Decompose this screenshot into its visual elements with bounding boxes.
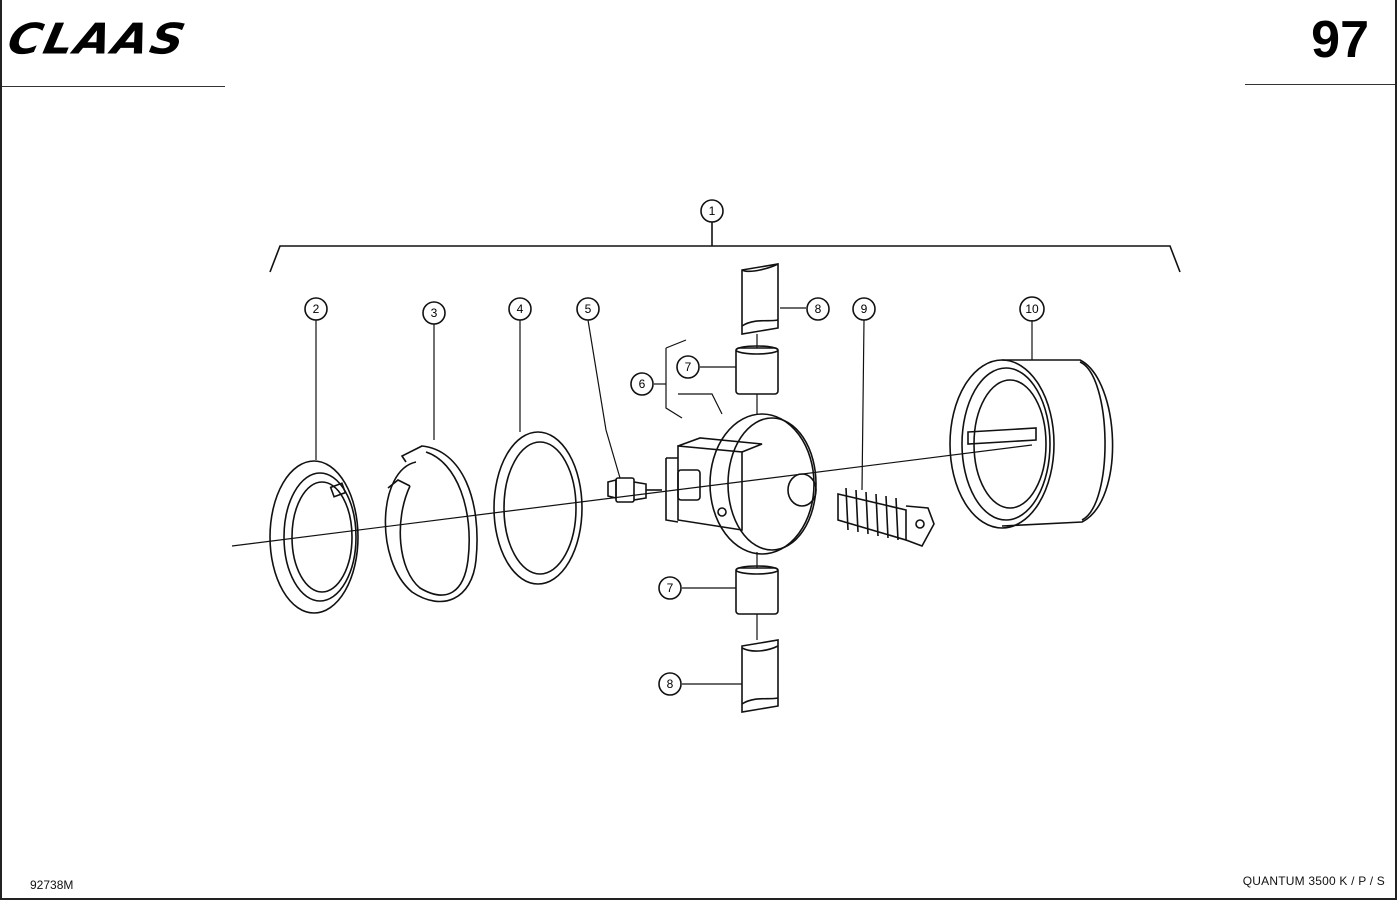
part-bearing-cup-bottom	[735, 565, 779, 615]
callout-6: 6	[630, 372, 654, 396]
callout-1: 1	[700, 199, 724, 223]
drawing-code: 92738M	[30, 878, 74, 892]
part-circlip	[384, 445, 478, 603]
callout-8-top: 8	[806, 297, 830, 321]
leader-lines	[315, 307, 1033, 685]
callout-7-bottom: 7	[658, 576, 682, 600]
svg-text:3: 3	[431, 306, 438, 320]
callout-10: 10	[1019, 296, 1045, 322]
callout-4: 4	[508, 297, 532, 321]
header-rule-left	[2, 86, 225, 87]
svg-text:6: 6	[639, 377, 646, 391]
svg-text:10: 10	[1025, 302, 1039, 316]
svg-text:4: 4	[517, 302, 524, 316]
callout-2: 2	[304, 297, 328, 321]
callout-9: 9	[852, 297, 876, 321]
svg-text:9: 9	[861, 302, 868, 316]
svg-text:2: 2	[313, 302, 320, 316]
svg-text:8: 8	[667, 677, 674, 691]
centre-axis	[231, 444, 1033, 547]
part-bearing-cup-top	[735, 345, 779, 395]
callout-8-bottom: 8	[658, 672, 682, 696]
callout-3: 3	[422, 301, 446, 325]
header-rule-right	[1245, 84, 1395, 85]
part-seal-ring	[269, 460, 359, 614]
model-label: QUANTUM 3500 K / P / S	[1242, 874, 1385, 888]
part-yoke-hub	[665, 413, 817, 555]
svg-text:5: 5	[585, 302, 592, 316]
part-thrust-washer	[493, 431, 583, 585]
part-bush-bottom	[741, 639, 779, 713]
svg-text:7: 7	[667, 581, 674, 595]
svg-text:1: 1	[709, 204, 716, 218]
svg-text:8: 8	[815, 302, 822, 316]
part-bearing-housing	[949, 359, 1114, 529]
page-number: 97	[1311, 11, 1369, 69]
part-adjusting-screw	[837, 487, 935, 547]
callout-5: 5	[576, 297, 600, 321]
part-grease-nipple	[607, 477, 662, 503]
svg-text:7: 7	[685, 360, 692, 374]
assembly-bracket	[269, 245, 1181, 273]
callout-7-top: 7	[676, 355, 700, 379]
part-bush-top	[741, 263, 779, 335]
